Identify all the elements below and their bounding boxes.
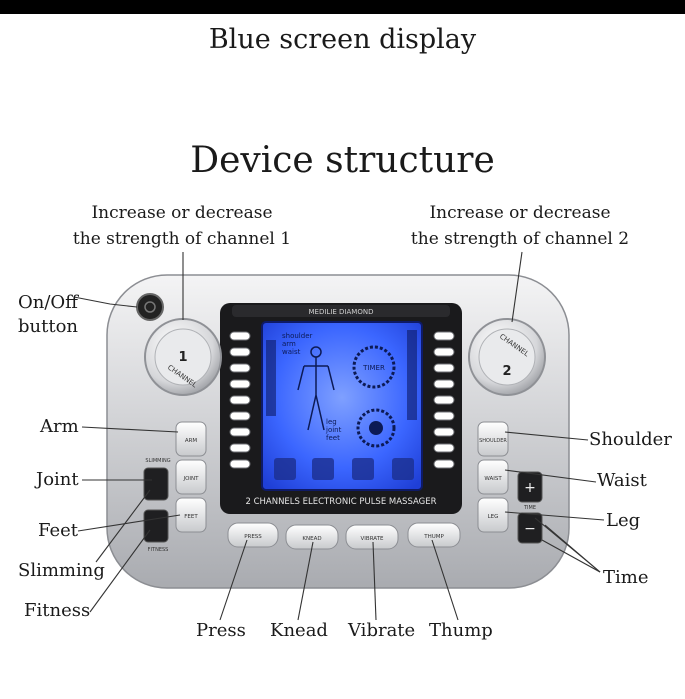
leader-lines xyxy=(73,251,605,621)
label-thump: Thump xyxy=(429,620,493,641)
thump-button[interactable]: THUMP xyxy=(407,522,461,548)
top-black-bar xyxy=(0,0,685,14)
svg-text:TIMER: TIMER xyxy=(362,364,385,372)
label-arm: Arm xyxy=(40,416,79,437)
brand-text: MEDILIE DIAMOND xyxy=(309,308,374,316)
label-slimming: Slimming xyxy=(18,560,105,581)
vibrate-button[interactable]: VIBRATE xyxy=(345,524,399,550)
svg-text:SHOULDER: SHOULDER xyxy=(479,438,507,444)
svg-text:KNEAD: KNEAD xyxy=(302,536,321,542)
svg-text:JOINT: JOINT xyxy=(182,476,199,482)
channel-2-dial[interactable]: 2 CHANNEL xyxy=(468,318,546,396)
svg-text:THUMP: THUMP xyxy=(423,534,444,540)
slimming-button[interactable] xyxy=(143,467,169,501)
svg-text:WAIST: WAIST xyxy=(484,476,502,482)
screen-menu-arm: arm xyxy=(282,340,296,348)
arm-button[interactable]: ARM xyxy=(175,421,207,457)
right-slot-indicators xyxy=(433,331,455,469)
label-leg: Leg xyxy=(606,510,641,531)
fitness-button[interactable] xyxy=(143,509,169,543)
svg-text:LEG: LEG xyxy=(488,514,499,520)
section-title: Device structure xyxy=(190,140,495,181)
label-feet: Feet xyxy=(38,520,79,541)
shoulder-button[interactable]: SHOULDER xyxy=(477,421,509,457)
label-fitness: Fitness xyxy=(24,600,91,621)
press-button[interactable]: PRESS xyxy=(227,522,279,548)
callout-channel2: Increase or decrease the strength of cha… xyxy=(410,203,630,249)
time-label: TIME xyxy=(523,505,536,511)
label-waist: Waist xyxy=(597,470,647,491)
fitness-label: FITNESS xyxy=(148,547,169,553)
brand-plate xyxy=(232,305,450,317)
screen-menu-shoulder: shoulder xyxy=(282,332,312,340)
label-time: Time xyxy=(603,567,649,588)
screen-menu-feet: feet xyxy=(326,434,340,442)
time-minus-button[interactable]: − xyxy=(517,512,543,544)
leg-button[interactable]: LEG xyxy=(477,497,509,533)
time-plus-button[interactable]: + xyxy=(517,471,543,503)
label-shoulder: Shoulder xyxy=(589,429,672,450)
right-intensity-meter xyxy=(407,330,417,420)
svg-text:−: − xyxy=(524,521,536,537)
banner-plate xyxy=(226,493,456,508)
svg-text:PRESS: PRESS xyxy=(244,534,262,540)
channel-1-dial[interactable]: 1 CHANNEL xyxy=(144,318,222,396)
svg-text:VIBRATE: VIBRATE xyxy=(361,536,384,542)
page-title: Blue screen display xyxy=(208,24,477,55)
left-slot-indicators xyxy=(229,331,251,469)
screen-menu-leg: leg xyxy=(326,418,337,426)
svg-text:1: 1 xyxy=(178,350,187,365)
label-joint: Joint xyxy=(36,469,79,490)
banner-text: 2 CHANNELS ELECTRONIC PULSE MASSAGER xyxy=(245,497,436,507)
mode-dial-icon xyxy=(356,408,396,448)
timer-dial-icon: TIMER xyxy=(352,345,396,389)
feet-button[interactable]: FEET xyxy=(175,497,207,533)
label-press: Press xyxy=(196,620,246,641)
screen-mode-icons xyxy=(274,458,414,480)
power-button[interactable] xyxy=(136,293,164,321)
slimming-label: SLIMMING xyxy=(145,458,170,464)
label-vibrate: Vibrate xyxy=(348,620,416,641)
svg-text:2: 2 xyxy=(502,364,511,379)
callout-channel1: Increase or decrease the strength of cha… xyxy=(72,203,292,249)
lcd-screen xyxy=(261,321,423,491)
svg-text:ARM: ARM xyxy=(185,438,198,444)
screen-menu-waist: waist xyxy=(282,348,301,356)
svg-text:+: + xyxy=(524,480,536,496)
left-intensity-meter xyxy=(266,340,276,416)
screen-menu-joint: joint xyxy=(325,426,342,434)
body-silhouette-icon xyxy=(297,346,335,431)
joint-button[interactable]: JOINT xyxy=(175,459,207,495)
label-knead: Knead xyxy=(270,620,328,641)
svg-text:FEET: FEET xyxy=(184,514,198,520)
waist-button[interactable]: WAIST xyxy=(477,459,509,495)
label-onoff: On/Off button xyxy=(18,292,79,337)
